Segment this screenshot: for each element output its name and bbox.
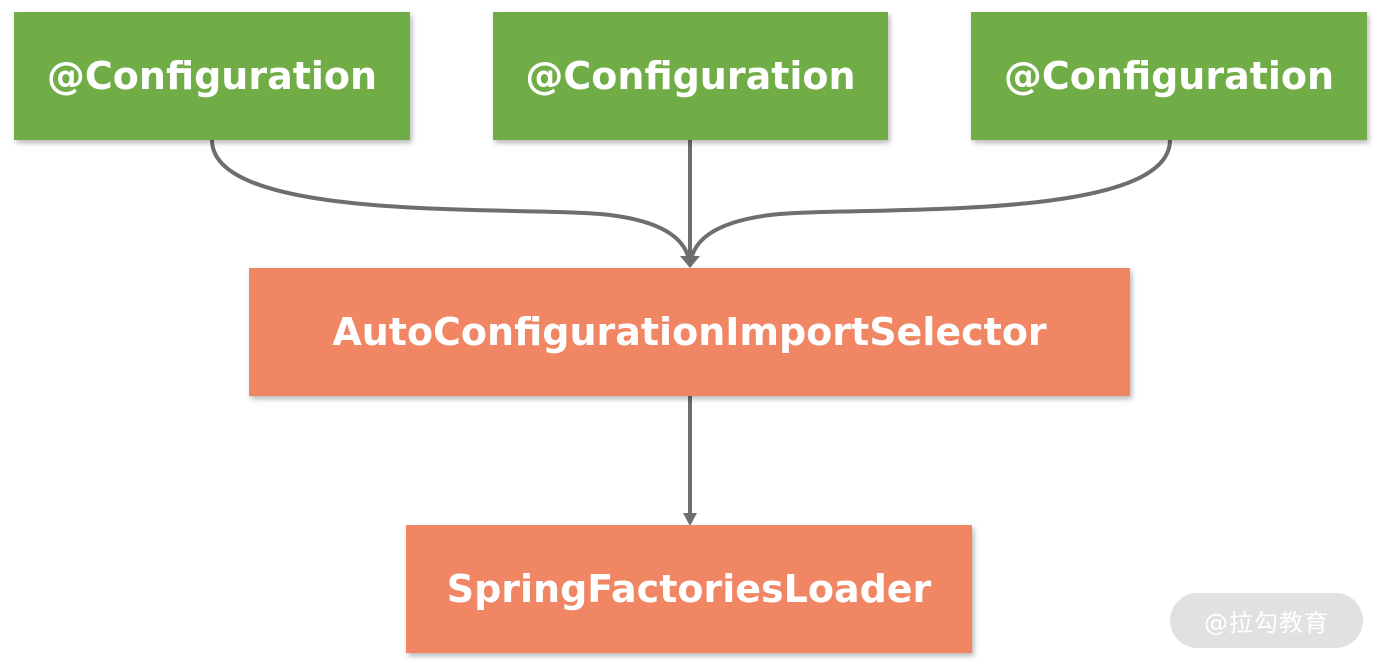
configuration-node-1: @Configuration	[14, 12, 410, 140]
configuration-node-1-label: @Configuration	[46, 54, 378, 98]
arrowhead-into-selector	[680, 256, 700, 268]
configuration-node-3-label: @Configuration	[1003, 54, 1335, 98]
configuration-node-2: @Configuration	[493, 12, 888, 140]
spring-factories-loader-node: SpringFactoriesLoader	[406, 525, 972, 653]
auto-configuration-import-selector-node: AutoConfigurationImportSelector	[249, 268, 1130, 396]
watermark-badge: @拉勾教育	[1170, 593, 1363, 648]
configuration-node-3: @Configuration	[971, 12, 1367, 140]
watermark-text: @拉勾教育	[1204, 609, 1329, 637]
arrowhead-into-loader	[683, 513, 697, 526]
edge-config1-to-selector	[210, 139, 692, 267]
configuration-node-2-label: @Configuration	[525, 54, 856, 98]
edge-config3-to-selector	[688, 139, 1172, 267]
loader-node-label: SpringFactoriesLoader	[446, 567, 932, 611]
selector-node-label: AutoConfigurationImportSelector	[332, 310, 1047, 354]
